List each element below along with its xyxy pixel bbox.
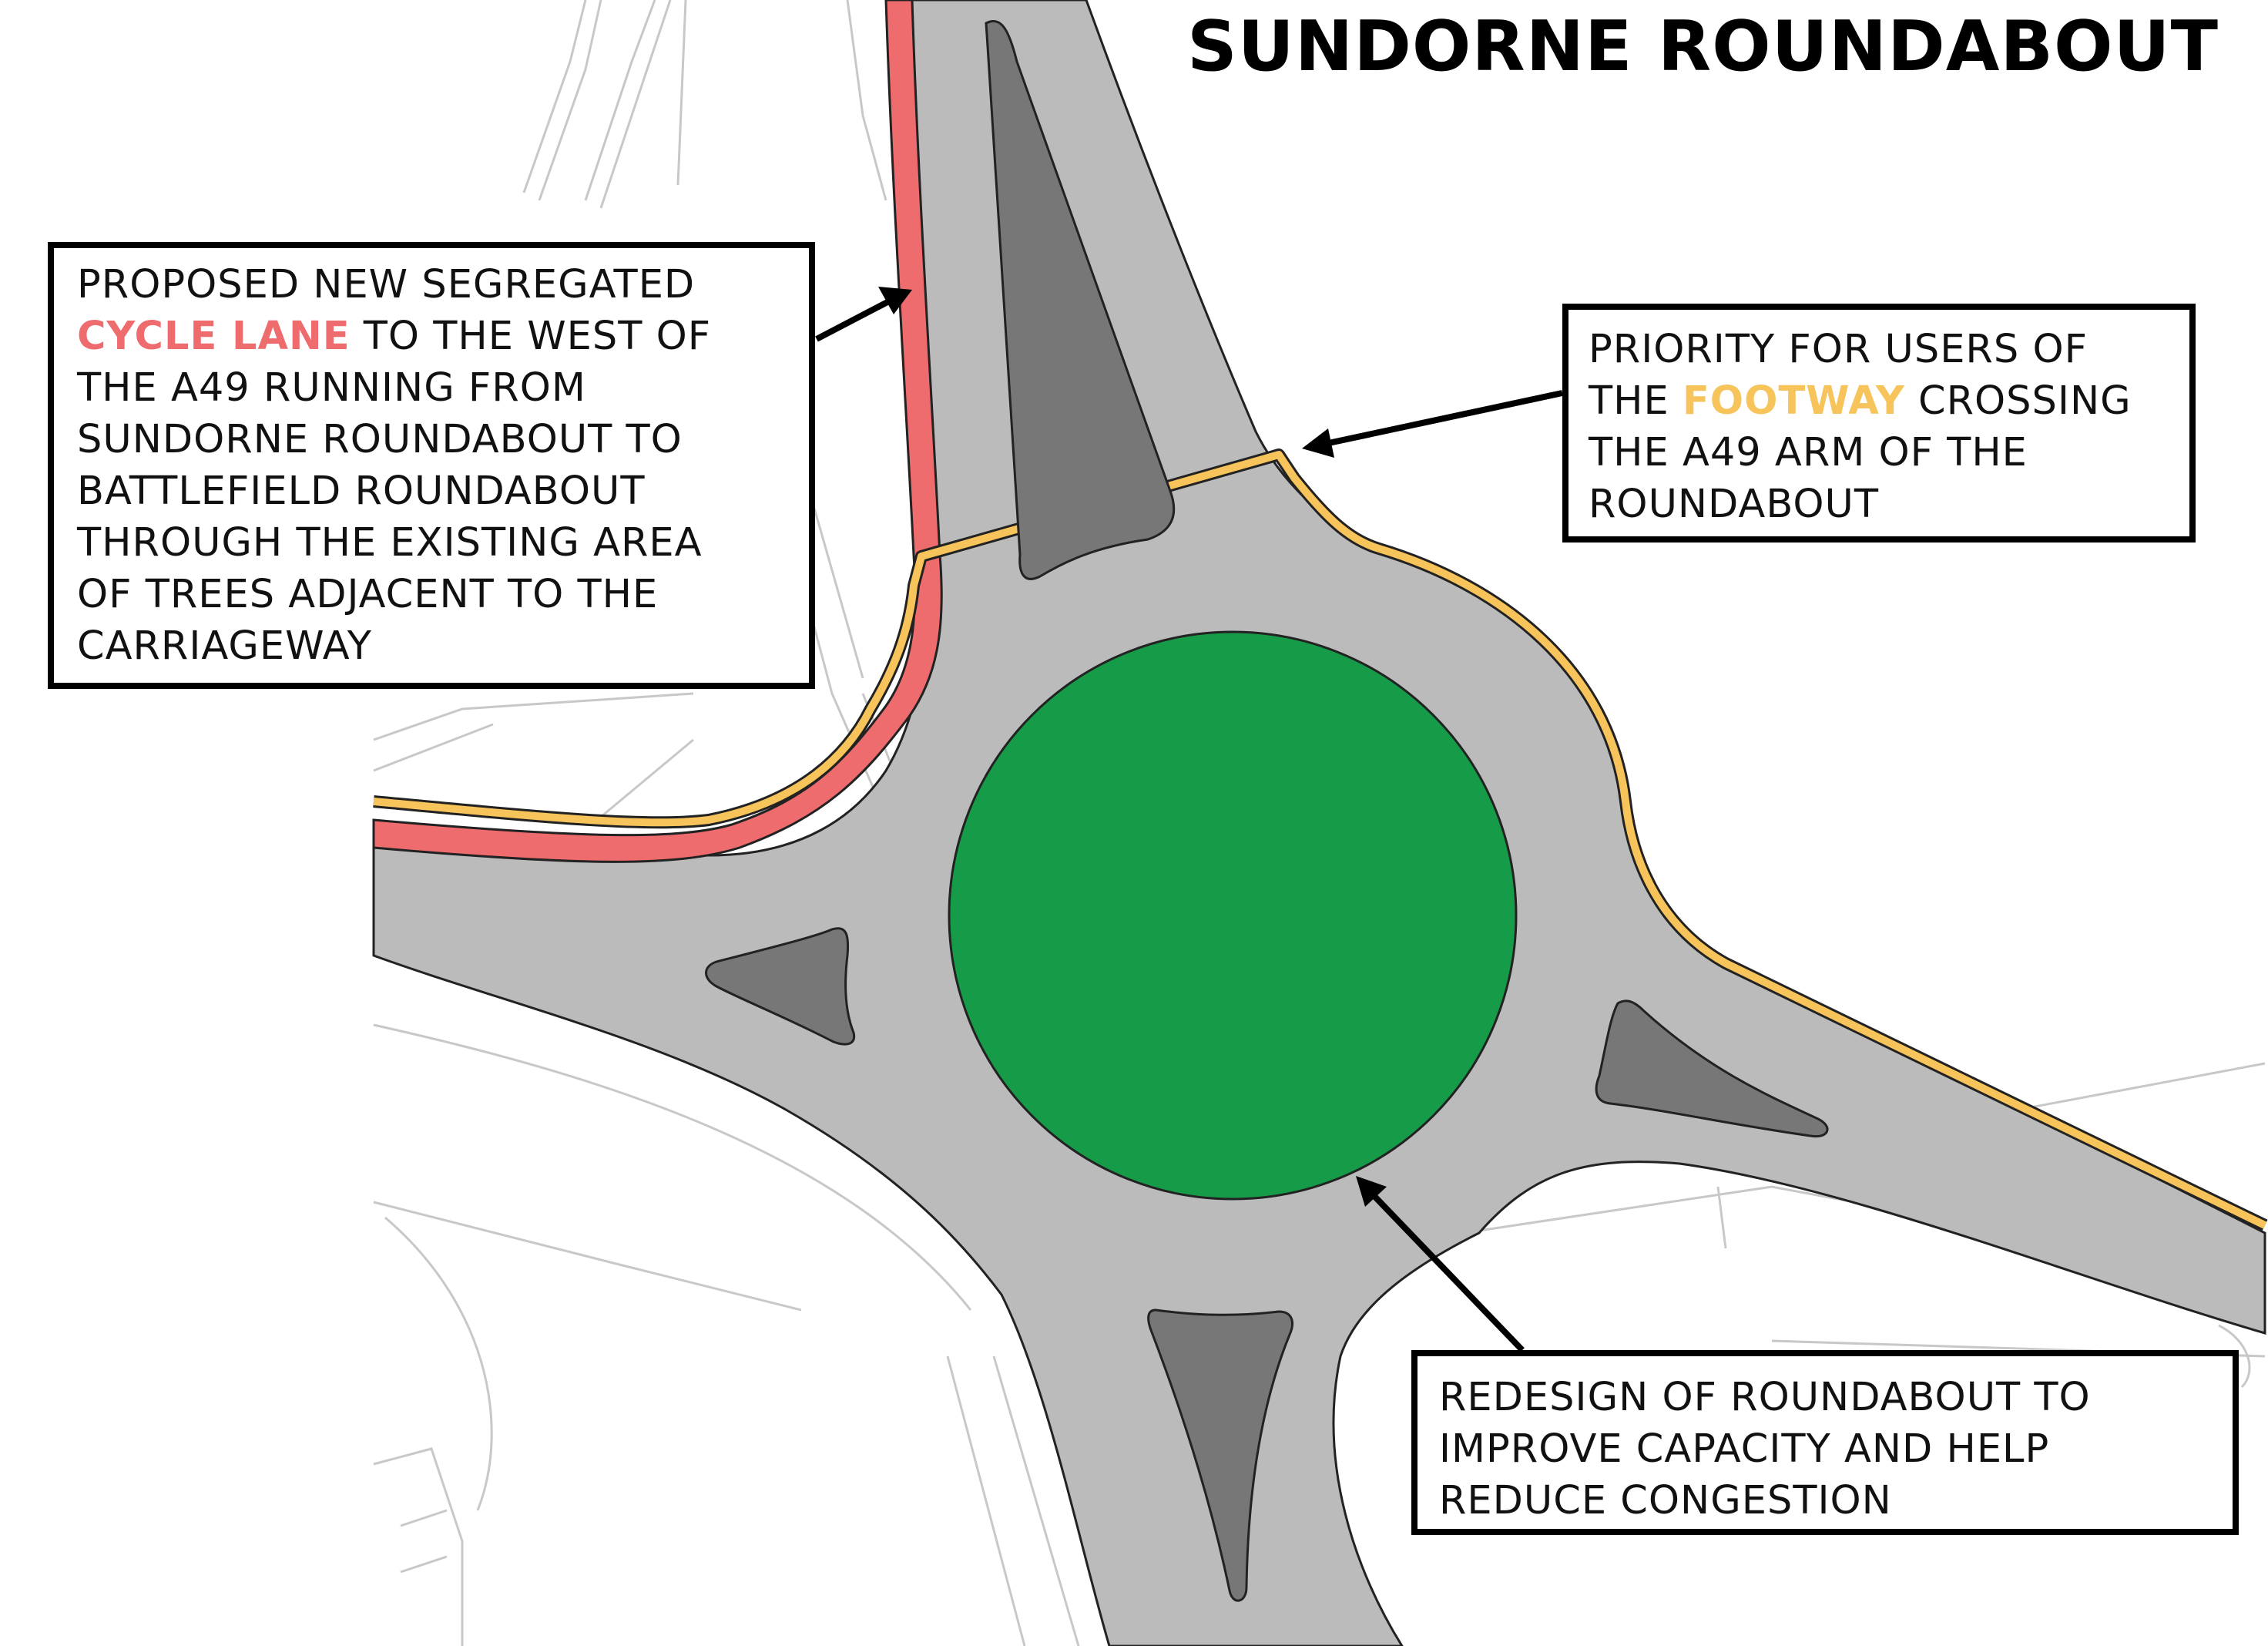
- callout-footway: PRIORITY FOR USERS OF THE FOOTWAY CROSSI…: [1562, 304, 2196, 543]
- callout-line: REDUCE CONGESTION: [1439, 1478, 1892, 1523]
- central-island: [948, 630, 1518, 1201]
- callout-cycle-lane: PROPOSED NEW SEGREGATED CYCLE LANE TO TH…: [48, 242, 815, 689]
- callout-line: PROPOSED NEW SEGREGATED: [77, 262, 696, 307]
- callout-line: CYCLE LANE TO THE WEST OF: [77, 311, 786, 362]
- callout-redesign: REDESIGN OF ROUNDABOUT TO IMPROVE CAPACI…: [1411, 1350, 2239, 1535]
- callout-line: IMPROVE CAPACITY AND HELP: [1439, 1426, 2050, 1472]
- arrow-footway: [1302, 390, 1563, 458]
- callout-text: THE: [1589, 378, 1683, 424]
- splitter-island-east: [1595, 999, 1829, 1138]
- callout-text: CROSSING: [1904, 378, 2132, 424]
- callout-line: BATTLEFIELD ROUNDABOUT: [77, 469, 646, 514]
- callout-line: THROUGH THE EXISTING AREA: [77, 520, 703, 566]
- cycle-lane-highlight: CYCLE LANE: [77, 314, 351, 359]
- callout-text: TO THE WEST OF: [350, 314, 712, 359]
- callout-line: THE A49 ARM OF THE: [1589, 430, 2028, 475]
- callout-line: PRIORITY FOR USERS OF: [1589, 327, 2088, 372]
- callout-line: OF TREES ADJACENT TO THE: [77, 572, 659, 617]
- callout-line: SUNDORNE ROUNDABOUT TO: [77, 417, 683, 462]
- arrow-cycle-lane: [815, 287, 912, 342]
- splitter-island-north: [985, 20, 1176, 580]
- callout-line: ROUNDABOUT: [1589, 482, 1880, 527]
- footway-highlight: FOOTWAY: [1682, 378, 1905, 424]
- callout-line: THE A49 RUNNING FROM: [77, 365, 586, 411]
- arrow-redesign: [1356, 1176, 1525, 1352]
- callout-line: CARRIAGEWAY: [77, 623, 372, 669]
- callout-line: REDESIGN OF ROUNDABOUT TO: [1439, 1375, 2091, 1420]
- splitter-island-south: [1147, 1308, 1293, 1602]
- footway-fill: [373, 451, 2267, 1229]
- page-title: SUNDORNE ROUNDABOUT: [1186, 6, 2219, 87]
- splitter-island-west: [705, 927, 856, 1046]
- callout-line: THE FOOTWAY CROSSING: [1589, 375, 2169, 427]
